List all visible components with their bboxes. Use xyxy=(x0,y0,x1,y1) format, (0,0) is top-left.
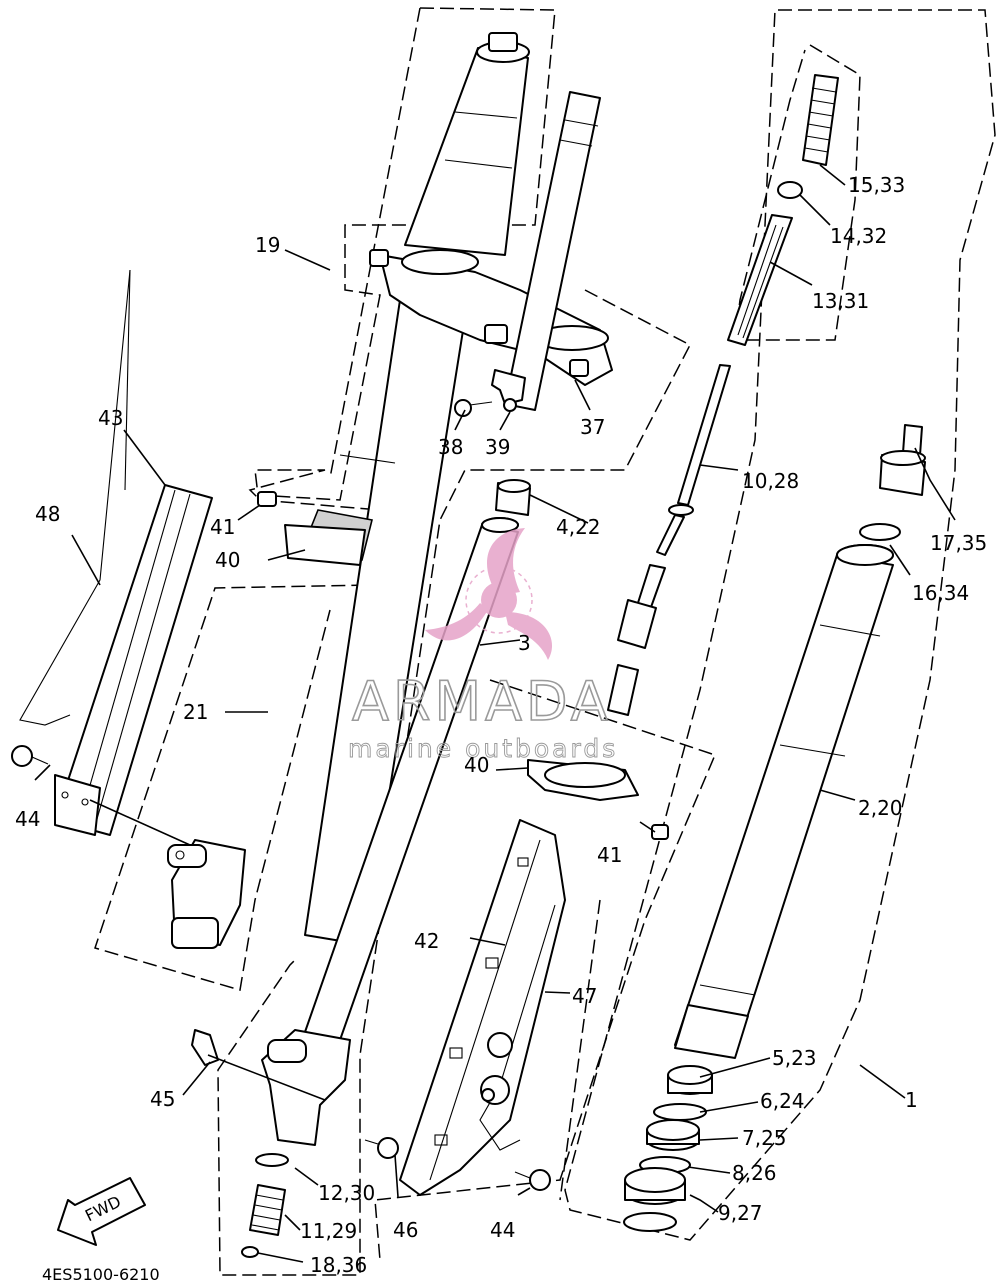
callout-11-29: 11,29 xyxy=(300,1219,357,1243)
callout-14-32: 14,32 xyxy=(830,224,887,248)
callout-42: 42 xyxy=(414,929,439,953)
callout-9-27: 9,27 xyxy=(718,1201,763,1225)
damper-parts xyxy=(607,74,926,716)
callout-39: 39 xyxy=(485,435,510,459)
callout-10-28: 10,28 xyxy=(742,469,799,493)
bolt-and-bracket-parts xyxy=(454,369,526,417)
inner-tube-3 xyxy=(241,479,531,1258)
callout-44a: 44 xyxy=(15,807,40,831)
watermark-tagline: marine outboards xyxy=(348,734,618,763)
lower-leg-21 xyxy=(167,839,246,949)
callout-17-35: 17,35 xyxy=(930,531,987,555)
leader-lines xyxy=(34,164,956,1263)
fork-guard-42-47 xyxy=(399,819,566,1196)
lower-clamp-40 xyxy=(527,759,669,840)
callout-7-25: 7,25 xyxy=(742,1126,787,1150)
diagram-code: 4ES5100-6210 xyxy=(42,1265,160,1284)
callout-12-30: 12,30 xyxy=(318,1181,375,1205)
callout-40b: 40 xyxy=(464,753,489,777)
callout-5-23: 5,23 xyxy=(772,1046,817,1070)
callout-47: 47 xyxy=(572,984,597,1008)
callout-16-34: 16,34 xyxy=(912,581,969,605)
callout-21: 21 xyxy=(183,700,208,724)
callout-6-24: 6,24 xyxy=(760,1089,805,1113)
callout-1: 1 xyxy=(905,1088,918,1112)
upper-triple-clamp xyxy=(369,91,613,411)
fork-guard-43 xyxy=(19,269,213,836)
callout-19: 19 xyxy=(255,233,280,257)
upper-tube-19 xyxy=(257,32,530,946)
callout-38: 38 xyxy=(438,435,463,459)
fwd-arrow-icon: FWD xyxy=(57,1177,146,1246)
callout-labels: 19 43 48 41 40 21 44 45 12,30 11,29 18,3… xyxy=(15,173,987,1277)
callout-44b: 44 xyxy=(490,1218,515,1242)
callout-48: 48 xyxy=(35,502,60,526)
callout-18-36: 18,36 xyxy=(310,1253,367,1277)
callout-37: 37 xyxy=(580,415,605,439)
watermark-brand: ARMADA xyxy=(352,670,612,733)
callout-3: 3 xyxy=(518,631,531,655)
callout-46: 46 xyxy=(393,1218,418,1242)
callout-4-22: 4,22 xyxy=(556,515,601,539)
outer-tube-2-20 xyxy=(674,544,894,1059)
mounting-bolts xyxy=(11,745,551,1191)
callout-41b: 41 xyxy=(597,843,622,867)
callout-2-20: 2,20 xyxy=(858,796,903,820)
armada-logo-icon xyxy=(425,528,553,660)
callout-45: 45 xyxy=(150,1087,175,1111)
callout-43: 43 xyxy=(98,406,123,430)
callout-8-26: 8,26 xyxy=(732,1161,777,1185)
callout-13-31: 13,31 xyxy=(812,289,869,313)
callout-41a: 41 xyxy=(210,515,235,539)
callout-40a: 40 xyxy=(215,548,240,572)
seal-rings xyxy=(623,1065,713,1232)
callout-15-33: 15,33 xyxy=(848,173,905,197)
